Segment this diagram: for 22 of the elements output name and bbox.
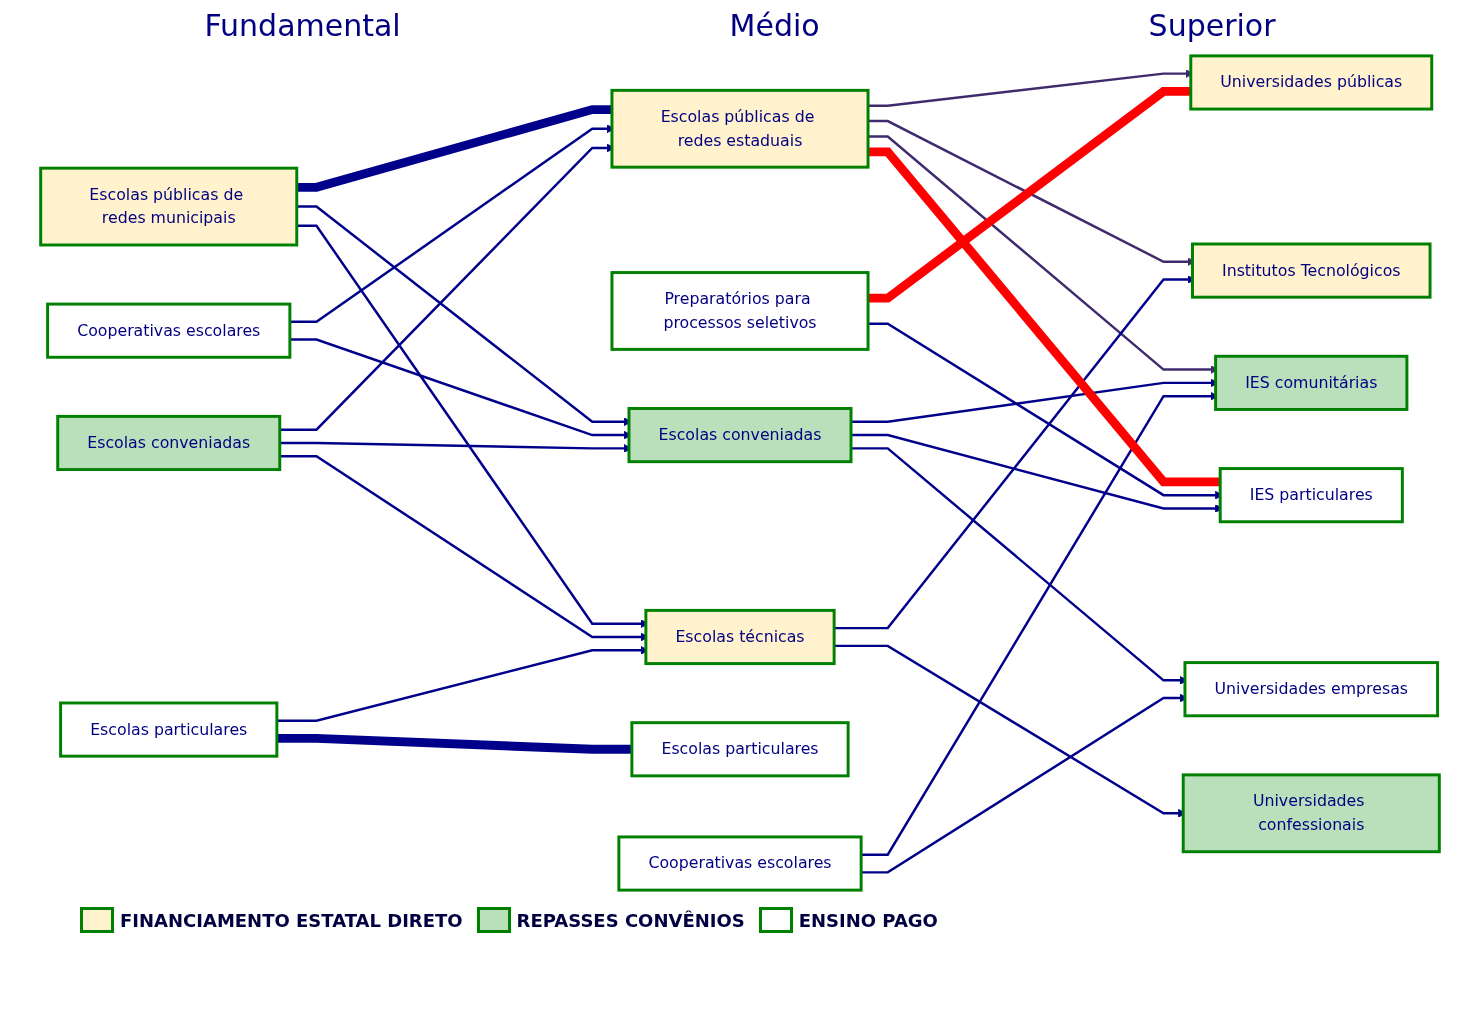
node-box: Universidades confessionais — [1181, 773, 1441, 854]
node-box: Cooperativas escolares — [617, 835, 863, 892]
node-box: Escolas particulares — [59, 701, 279, 758]
node-box: Universidades empresas — [1183, 661, 1440, 718]
node-box: Universidades públicas — [1189, 54, 1434, 111]
node-box: Escolas particulares — [630, 721, 850, 778]
node-box: IES particulares — [1218, 467, 1404, 524]
node-box: Cooperativas escolares — [46, 302, 292, 359]
node-box: Escolas públicas de redes municipais — [39, 166, 299, 247]
legend-text: FINANCIAMENTO ESTATAL DIRETO — [120, 909, 463, 931]
node-box: Escolas técnicas — [644, 608, 836, 666]
node-box: Escolas públicas de redes estaduais — [610, 88, 870, 169]
legend-text: ENSINO PAGO — [798, 909, 938, 931]
legend-text: REPASSES CONVÊNIOS — [516, 909, 745, 931]
column-heading: Superior — [1148, 8, 1276, 43]
column-heading: Médio — [729, 8, 820, 43]
node-box: Escolas conveniadas — [627, 407, 853, 464]
node-box: Preparatórios para processos seletivos — [610, 271, 870, 351]
node-box: Institutos Tecnológicos — [1191, 242, 1432, 299]
node-box: Escolas conveniadas — [56, 414, 282, 472]
node-box: IES comunitárias — [1214, 354, 1409, 411]
column-heading: Fundamental — [204, 8, 401, 43]
